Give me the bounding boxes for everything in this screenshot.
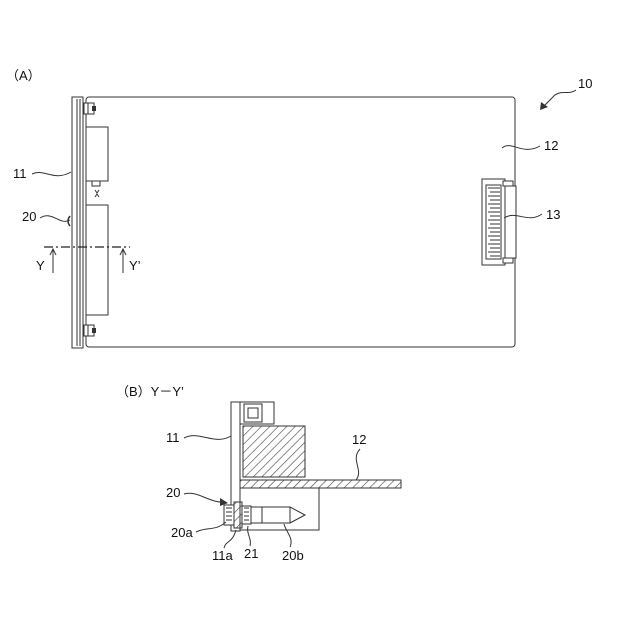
b-circuit-board-12 — [240, 480, 401, 488]
b-ref-20a-label: 20a — [171, 525, 193, 540]
component-upper — [86, 127, 108, 181]
ref-11-label: 11 — [13, 166, 27, 181]
ref-13-label: 13 — [546, 207, 560, 222]
panel-b: （B）Y－Y’ 11 12 20 — [116, 384, 401, 563]
b-ref-21-label: 21 — [244, 546, 258, 561]
b-ref-11-label: 11 — [166, 430, 180, 445]
top-bracket — [84, 103, 96, 114]
section-label-y: Y — [36, 258, 45, 273]
section-label-y-prime: Y’ — [129, 258, 141, 273]
b-ref-11-leader — [184, 436, 231, 440]
b-ref-12-label: 12 — [352, 432, 366, 447]
component-lower — [86, 205, 108, 315]
b-ref-11a-label: 11a — [212, 548, 233, 563]
panel-a-label: （A） — [6, 68, 41, 83]
panel-b-label: （B）Y－Y’ — [116, 384, 184, 399]
ref-10-label: 10 — [578, 76, 592, 91]
b-ref-20b-label: 20b — [282, 548, 304, 563]
b-ref-12-leader — [356, 449, 360, 480]
ref-10-leader — [542, 90, 576, 108]
bottom-bracket — [84, 325, 96, 336]
ref-20-label: 20 — [22, 209, 36, 224]
ref-12-label: 12 — [544, 138, 558, 153]
b-ref-20b-leader — [284, 524, 291, 547]
b-pin-20b — [251, 507, 305, 523]
circuit-board-12 — [86, 97, 515, 347]
b-ref-11a-leader — [224, 530, 236, 548]
section-arrow-right — [120, 249, 126, 273]
b-component-hatched — [243, 426, 305, 477]
b-ref-20a-leader — [196, 522, 226, 532]
section-arrow-left — [50, 249, 56, 273]
b-ref-20-leader — [184, 493, 226, 502]
ref-11-leader — [32, 172, 71, 176]
b-ref-20-label: 20 — [166, 485, 180, 500]
b-ref-21-leader — [248, 526, 251, 546]
ref-20-leader — [40, 216, 70, 222]
panel-a: （A） — [6, 68, 592, 348]
connector-13 — [482, 179, 516, 265]
b-fastener-20 — [224, 502, 251, 528]
ref-12-leader — [502, 146, 540, 150]
